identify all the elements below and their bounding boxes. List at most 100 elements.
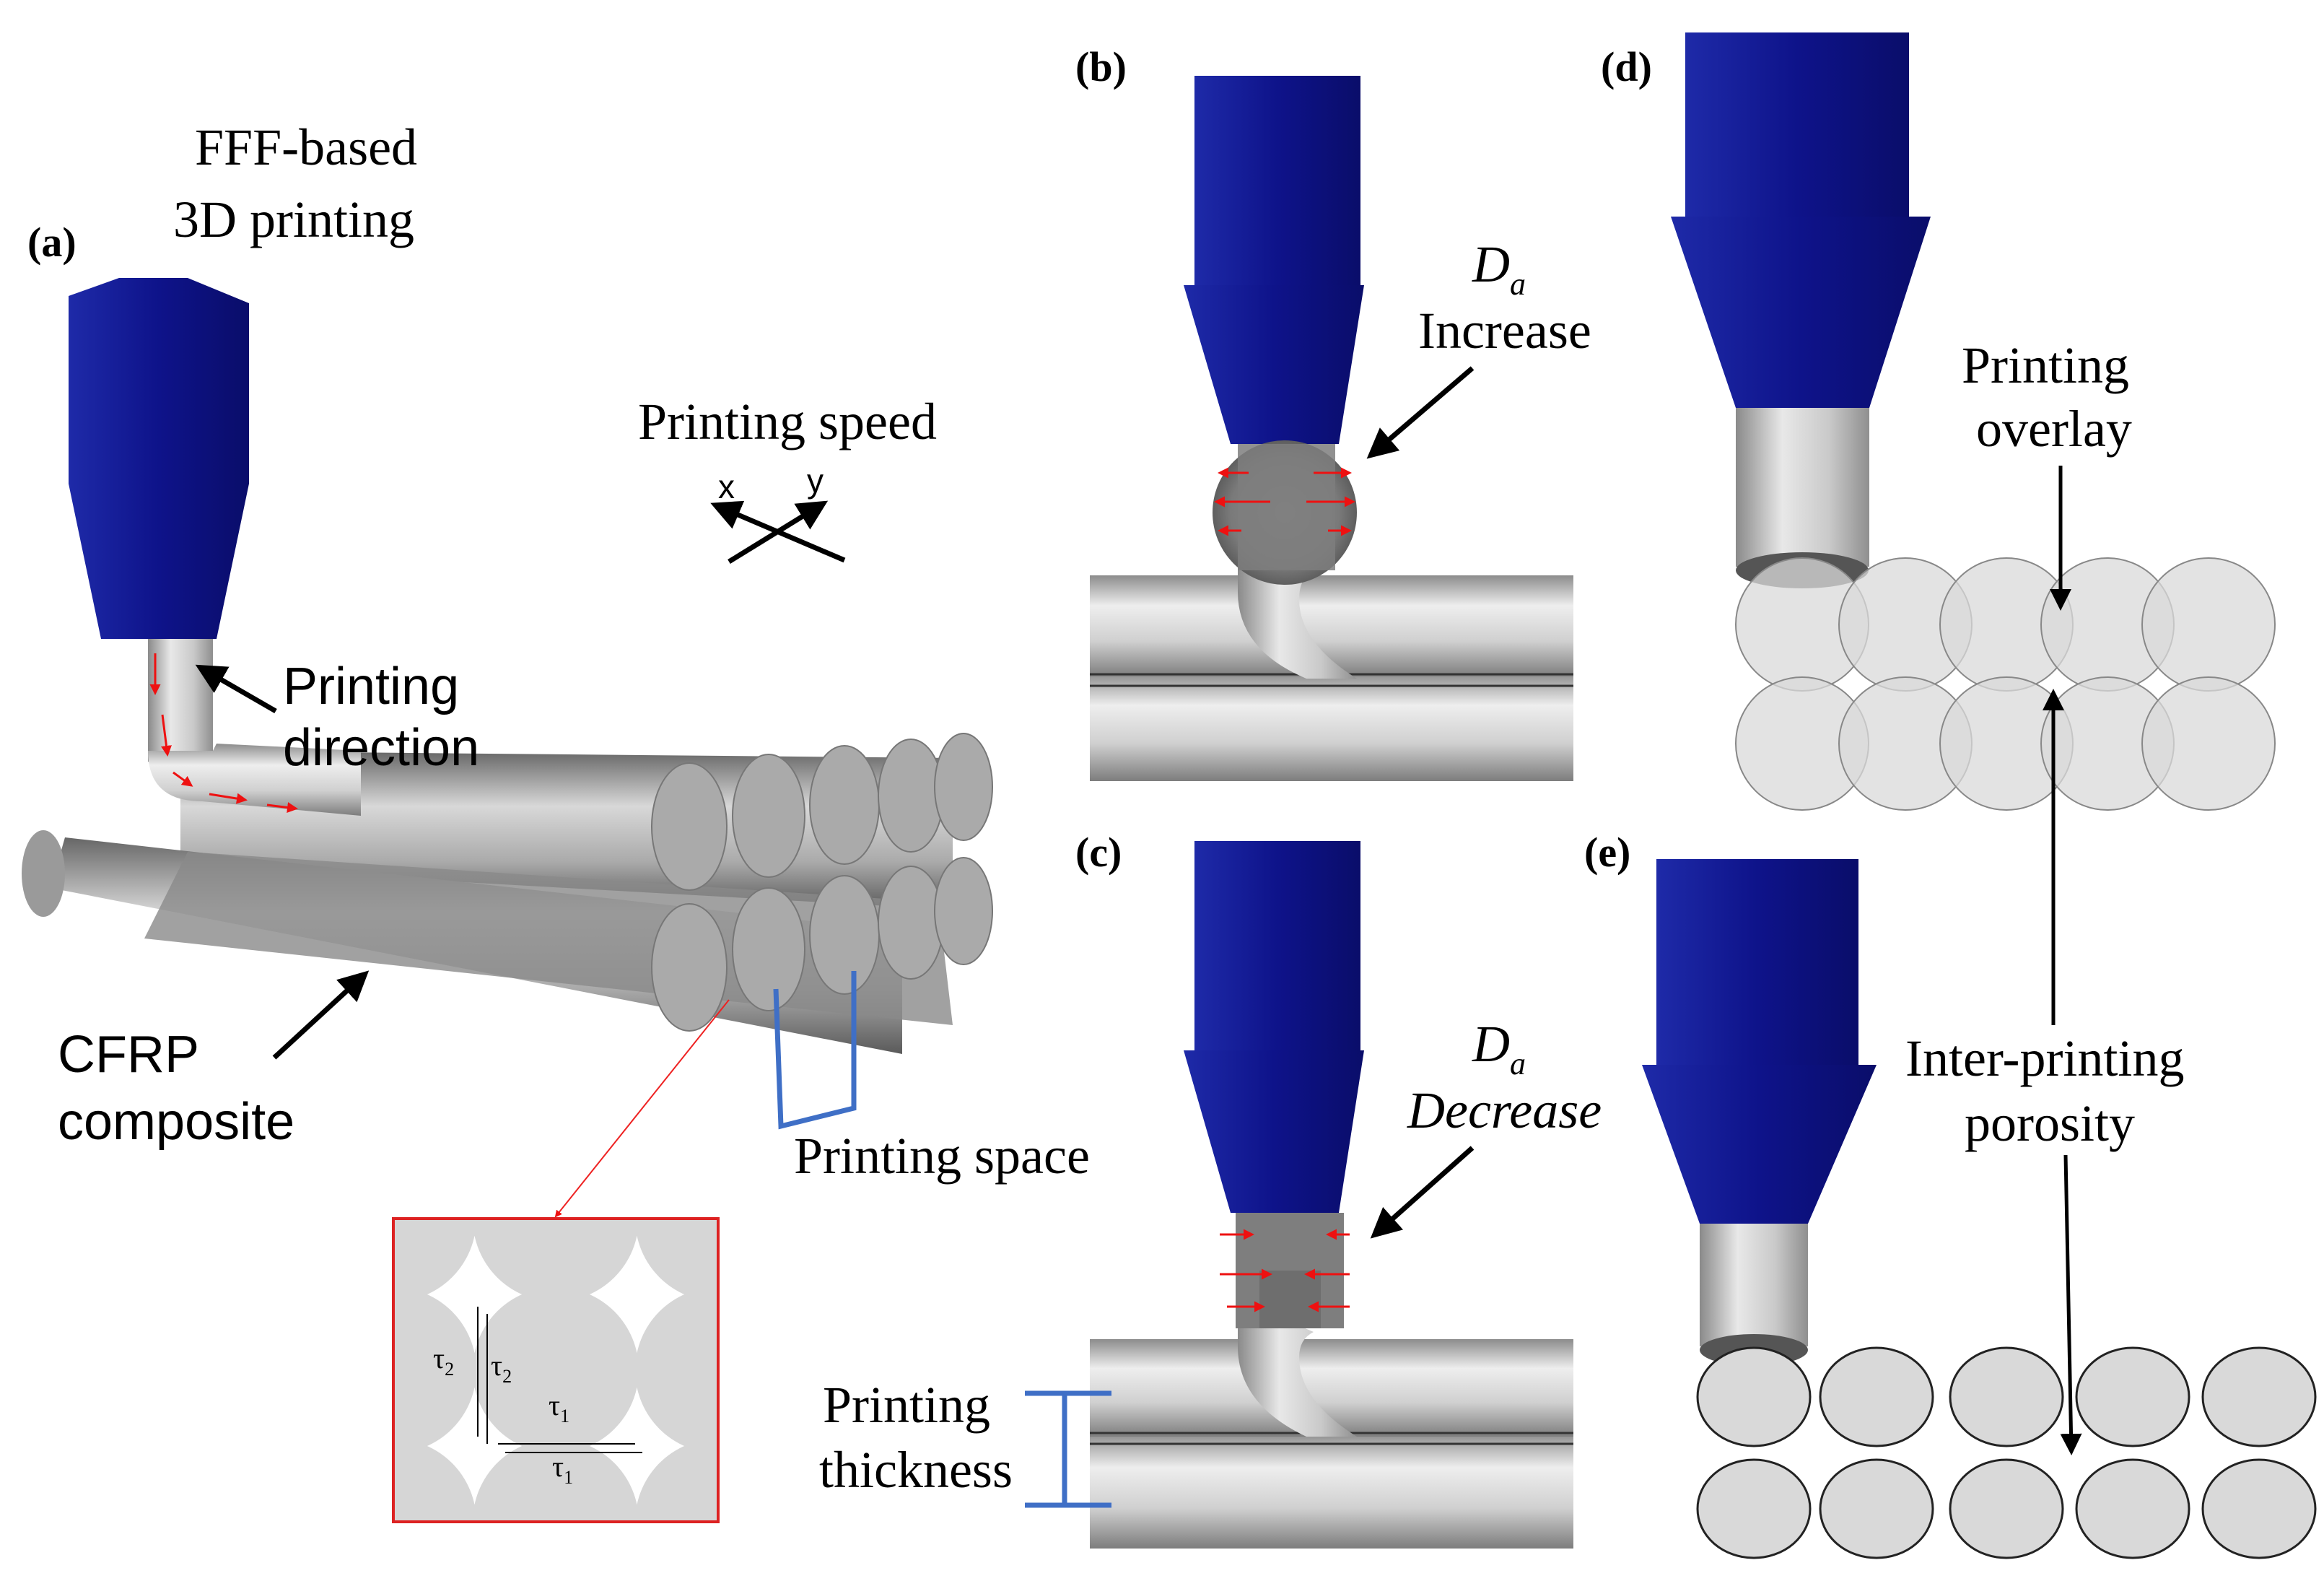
rod-end-face — [651, 762, 728, 891]
filament-vertical — [148, 639, 213, 762]
rod-end-face — [732, 887, 805, 1011]
overlapping-fibers-d — [1735, 557, 2276, 811]
nozzle-body — [69, 278, 249, 484]
cfrp-label-line2: composite — [58, 1093, 294, 1151]
rod-end-face — [878, 739, 944, 853]
increase-label: Increase — [1418, 302, 1591, 360]
da-symbol-b: Da — [1472, 235, 1526, 302]
fiber-top-5 — [2141, 557, 2276, 692]
increase-arrow — [1366, 366, 1475, 459]
fiber-top-4 — [2075, 1346, 2190, 1447]
filament-bend-c — [1238, 1299, 1357, 1437]
xy-axes: x y — [710, 462, 846, 564]
porosity-arrow-down — [2060, 1154, 2082, 1455]
fiber-top-1 — [1696, 1346, 1812, 1447]
fiber-bottom-5 — [2201, 1458, 2317, 1559]
expansion-arrows-b — [1214, 467, 1355, 536]
overlay-label-line1: Printing — [1962, 336, 2129, 394]
x-axis-label: x — [718, 468, 735, 505]
fiber-bottom-2 — [1819, 1458, 1934, 1559]
rod-upper-b — [1090, 575, 1573, 676]
nozzle-body-b — [1194, 76, 1360, 285]
cfrp-rod-bundle — [22, 733, 993, 1054]
panel-a-label: (a) — [27, 219, 77, 266]
tau1-bottom-label: τ1 — [552, 1450, 573, 1488]
separated-fibers-e — [1696, 1346, 2317, 1559]
fiber-bottom-4 — [2075, 1458, 2190, 1559]
thickness-label-line1: Printing — [823, 1376, 990, 1434]
y-axis-arrow — [728, 500, 829, 564]
fiber-top-2 — [1819, 1346, 1934, 1447]
tau2-right-label: τ2 — [491, 1349, 512, 1387]
flow-arrows-a — [149, 653, 298, 813]
direction-arrow — [195, 664, 277, 714]
panel-e: (e) Inter-printing porosity — [1584, 689, 2317, 1559]
rod-end-face — [934, 733, 993, 841]
rod-end-face — [809, 745, 880, 865]
nozzle-a — [69, 278, 361, 816]
contraction-arrows-c — [1220, 1229, 1350, 1312]
nozzle-body-d — [1685, 32, 1909, 217]
cfrp-arrow — [272, 970, 370, 1060]
panel-b: (b) Da Increase — [1075, 43, 1591, 781]
printing-space-bracket — [773, 971, 857, 1130]
filament-bend-b — [1238, 563, 1357, 679]
inset-border — [392, 1217, 720, 1523]
filament-neck-c — [1259, 1271, 1321, 1328]
filament-e — [1700, 1224, 1808, 1346]
porosity-label-line1: Inter-printing — [1905, 1029, 2184, 1087]
rod-end-face — [878, 866, 944, 980]
tau2-left-label: τ2 — [433, 1342, 454, 1380]
nozzle-cone-d — [1671, 217, 1931, 408]
rod-end-face — [651, 903, 728, 1032]
inset-leader-line — [554, 999, 730, 1218]
decrease-arrow — [1370, 1146, 1475, 1239]
filament-bend — [148, 744, 361, 816]
panel-e-label: (e) — [1584, 829, 1630, 876]
thickness-label-line2: thickness — [819, 1441, 1013, 1499]
printing-speed-label: Printing speed — [638, 393, 937, 450]
filament-d — [1736, 408, 1869, 567]
nozzle-cone-b — [1184, 285, 1364, 444]
inset-fibers — [393, 1219, 718, 1522]
nozzle-body-e — [1656, 859, 1858, 1065]
panel-c-label: (c) — [1075, 829, 1122, 876]
rod-end-face — [809, 875, 880, 995]
tau1-top-label: τ1 — [549, 1389, 569, 1427]
panel-d: (d) Printing overlay — [1601, 32, 2276, 811]
rod-lower-b — [1090, 673, 1573, 781]
rod-end-face — [934, 857, 993, 965]
inset-box: τ2 τ2 τ1 τ1 — [392, 1217, 720, 1523]
cfrp-label-line1: CFRP — [58, 1026, 199, 1084]
fiber-top-3 — [1949, 1346, 2064, 1447]
fiber-bottom-3 — [1949, 1458, 2064, 1559]
da-symbol-c: Da — [1472, 1015, 1526, 1081]
rod-far-end — [22, 830, 65, 917]
rod-end-faces — [651, 733, 993, 1032]
filament-chunk-b — [1238, 444, 1335, 570]
rod-lower-c — [1090, 1433, 1573, 1549]
printing-space-label: Printing space — [794, 1127, 1090, 1185]
nozzle-body-c — [1194, 841, 1360, 1050]
fiber-bottom-5 — [2141, 676, 2276, 811]
thickness-bracket — [1025, 1390, 1111, 1508]
rod-end-face — [732, 754, 805, 878]
panel-d-label: (d) — [1601, 43, 1652, 90]
fiber-bottom-1 — [1696, 1458, 1812, 1559]
nozzle-cone — [69, 484, 249, 639]
nozzle-cone-e — [1642, 1065, 1877, 1224]
printing-direction-line1: Printing — [283, 658, 459, 715]
porosity-label-line2: porosity — [1965, 1094, 2135, 1152]
printing-direction-line2: direction — [283, 719, 479, 777]
overlay-label-line2: overlay — [1976, 400, 2132, 458]
decrease-label: Decrease — [1407, 1081, 1602, 1139]
panel-a: (a) FFF-based 3D printing — [22, 118, 1090, 1523]
fff-title-line2: 3D printing — [173, 191, 414, 248]
fiber-top-5 — [2201, 1346, 2317, 1447]
panel-c: (c) Da Decrease Printing thickness — [819, 829, 1602, 1549]
panel-b-label: (b) — [1075, 43, 1127, 90]
fff-title-line1: FFF-based — [195, 118, 417, 176]
nozzle-cone-c — [1184, 1050, 1364, 1213]
y-axis-label: y — [807, 462, 824, 500]
